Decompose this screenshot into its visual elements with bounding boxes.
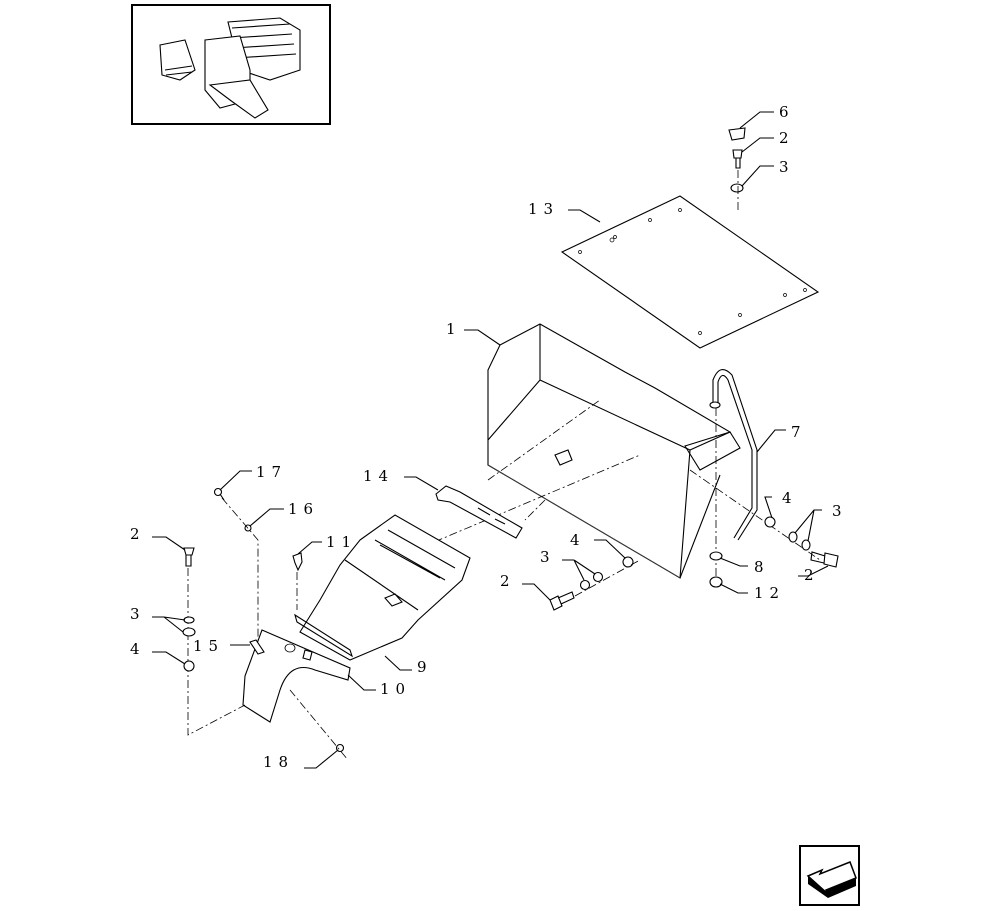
callout-7[interactable]: 7: [791, 423, 807, 441]
callout-15[interactable]: 15: [193, 637, 224, 655]
part-18-clip: [335, 743, 345, 753]
previous-page-arrow-icon: [806, 861, 857, 898]
part-3-washers-mid: [579, 571, 604, 591]
callout-4-right[interactable]: 4: [782, 489, 798, 507]
part-2-bolt-left: [183, 547, 195, 567]
callout-4-mid[interactable]: 4: [570, 531, 586, 549]
callout-13[interactable]: 13: [528, 200, 559, 218]
callout-3-left[interactable]: 3: [130, 605, 146, 623]
callout-3-top[interactable]: 3: [779, 158, 795, 176]
callout-2-right[interactable]: 2: [804, 566, 820, 584]
part-3-washer-top: [730, 183, 744, 193]
machine-thumbnail-icon: [159, 17, 301, 119]
part-11-plug: [292, 552, 303, 572]
callout-2-top[interactable]: 2: [779, 129, 795, 147]
part-15-clip: [249, 639, 265, 655]
callout-1[interactable]: 1: [446, 320, 462, 338]
part-10-bracket: [242, 629, 351, 723]
part-13-cover-plate: [560, 195, 820, 349]
part-4-nut-right: [764, 516, 776, 528]
callout-4-left[interactable]: 4: [130, 640, 146, 658]
part-9-plate: [294, 514, 471, 661]
part-8-washer: [709, 551, 723, 561]
callout-3-mid[interactable]: 3: [540, 548, 556, 566]
callout-8[interactable]: 8: [754, 558, 770, 576]
part-2-screw-top: [732, 149, 743, 169]
callout-10[interactable]: 10: [380, 680, 411, 698]
callout-14[interactable]: 14: [363, 467, 394, 485]
callout-18[interactable]: 18: [263, 753, 294, 771]
part-12-nut: [709, 576, 723, 588]
part-3-washers-left: [182, 616, 196, 637]
callout-leaders: [152, 111, 829, 769]
part-4-nut-left: [183, 660, 195, 672]
callout-17[interactable]: 17: [256, 463, 287, 481]
part-3-washers-right: [788, 531, 811, 551]
callout-2-left[interactable]: 2: [130, 525, 146, 543]
callout-2-mid[interactable]: 2: [500, 572, 516, 590]
part-7-handle: [709, 369, 758, 541]
callout-9[interactable]: 9: [417, 658, 433, 676]
part-2-bolt-right: [810, 551, 839, 568]
part-2-bolt-mid: [549, 591, 575, 611]
callout-6[interactable]: 6: [779, 103, 795, 121]
part-6-knob: [728, 127, 746, 141]
part-1-tray: [487, 323, 741, 579]
part-4-nut-mid: [622, 556, 634, 568]
previous-page-button[interactable]: [799, 845, 860, 906]
callout-12[interactable]: 12: [754, 584, 785, 602]
locator-thumbnail[interactable]: [131, 4, 331, 125]
callout-11[interactable]: 11: [326, 533, 357, 551]
part-14-bracket: [435, 485, 523, 539]
callout-16[interactable]: 16: [288, 500, 319, 518]
callout-3-right[interactable]: 3: [832, 502, 848, 520]
